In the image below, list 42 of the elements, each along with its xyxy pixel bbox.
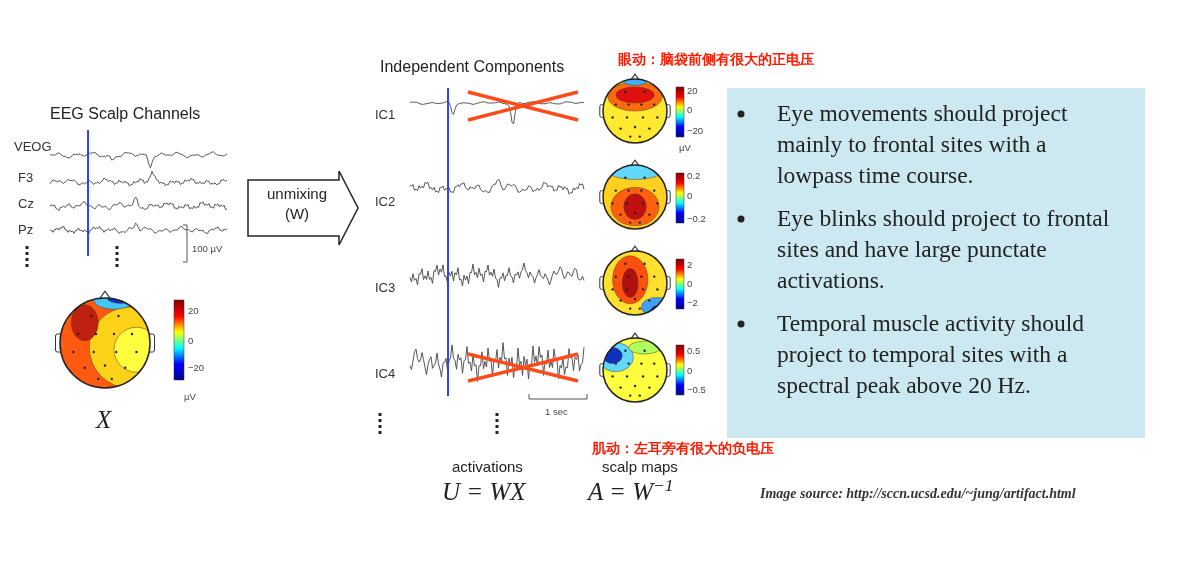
colorbar-tick: 0.2 [687, 171, 701, 182]
arrow-label: unmixing (W) [266, 184, 328, 223]
source-note: Image source: http://sccn.ucsd.edu/~jung/artifact.html [760, 486, 1076, 502]
colorbar-tick: −0.5 [687, 385, 706, 396]
colorbar-tick: 0 [687, 279, 693, 290]
channel-label: VEOG [14, 140, 52, 155]
formula: X [96, 406, 112, 434]
channel-label: IC1 [375, 108, 396, 123]
panel-heading: Independent Components [380, 58, 565, 76]
caption: activations [452, 459, 523, 476]
panel-heading: EEG Scalp Channels [50, 105, 201, 123]
annotation-note: 眼动：脑袋前侧有很大的正电压 [618, 52, 814, 67]
colorbar-tick: −0.2 [687, 214, 706, 225]
colorbar-tick: 0 [687, 191, 693, 202]
colorbar-tick: 2 [687, 260, 693, 271]
bullet-item: Eye movements should project mainly to frontal sites with a lowpass time course. [777, 100, 1068, 188]
colorbar-tick: 0 [687, 105, 693, 116]
caption: scalp maps [602, 459, 678, 476]
colorbar-tick: 0 [188, 336, 194, 347]
formula: U = WX [442, 478, 526, 506]
colorbar-tick: −20 [687, 126, 704, 137]
channel-label: IC2 [375, 195, 396, 210]
channel-label: IC3 [375, 281, 396, 296]
channel-label: IC4 [375, 367, 396, 382]
colorbar-tick: 20 [687, 86, 698, 97]
formula: A = W$^{−1}$ [588, 476, 674, 506]
colorbar-tick: µV [184, 392, 196, 403]
channel-label: Cz [18, 197, 34, 212]
annotation-note: 肌动：左耳旁有很大的负电压 [592, 441, 774, 456]
colorbar-tick: 0 [687, 366, 693, 377]
channel-label: Pz [18, 223, 34, 238]
channel-label: F3 [18, 171, 34, 186]
colorbar-tick: −2 [687, 298, 698, 309]
text-panel [727, 88, 1145, 438]
colorbar-tick: µV [679, 143, 691, 154]
colorbar-tick: −20 [188, 363, 205, 374]
scale-label: 100 µV [192, 244, 223, 255]
colorbar-tick: 0.5 [687, 346, 701, 357]
bullet-item: Temporal muscle activity should project to temporal sites with a spectral peak above 20 Hz. [777, 310, 1085, 398]
colorbar-tick: 20 [188, 306, 199, 317]
scale-label: 1 sec [545, 407, 568, 418]
bullet-item: Eye blinks should project to frontal sites and have large punctate activations. [777, 205, 1110, 293]
